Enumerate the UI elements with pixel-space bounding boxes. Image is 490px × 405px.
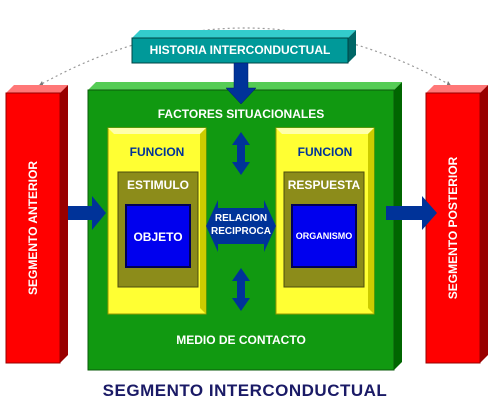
relation-double-arrow [206,200,276,252]
caption-title: SEGMENTO INTERCONDUCTUAL [102,381,388,400]
object-label: OBJETO [133,230,183,244]
relation-line-1: RELACION [214,213,268,224]
right-right-arrow [386,196,437,230]
lower-double-arrow [232,268,250,311]
right-function-label: FUNCION [297,145,353,159]
response-label: RESPUESTA [287,178,361,192]
right-segment-box [425,85,488,364]
situational-factors-label: FACTORES SITUACIONALES [157,107,325,121]
left-right-arrow [68,196,106,230]
organism-label: ORGANISMO [295,231,353,241]
left-segment-label: SEGMENTO ANTERIOR [26,160,40,296]
upper-double-arrow [232,132,250,175]
history-box [131,30,356,64]
right-function-panel [275,127,375,315]
stimulus-label: ESTIMULO [127,178,189,192]
relation-label: RELACION RECIPROCA [206,212,276,238]
left-function-label: FUNCION [129,145,185,159]
contact-medium-label: MEDIO DE CONTACTO [176,333,306,347]
left-segment-box [5,85,68,364]
dotted-arc [37,27,453,87]
history-down-arrow [225,62,257,105]
left-function-panel [107,127,207,315]
relation-line-2: RECIPROCA [210,226,271,237]
right-segment-label: SEGMENTO POSTERIOR [446,156,460,300]
history-label: HISTORIA INTERCONDUCTUAL [149,43,331,57]
